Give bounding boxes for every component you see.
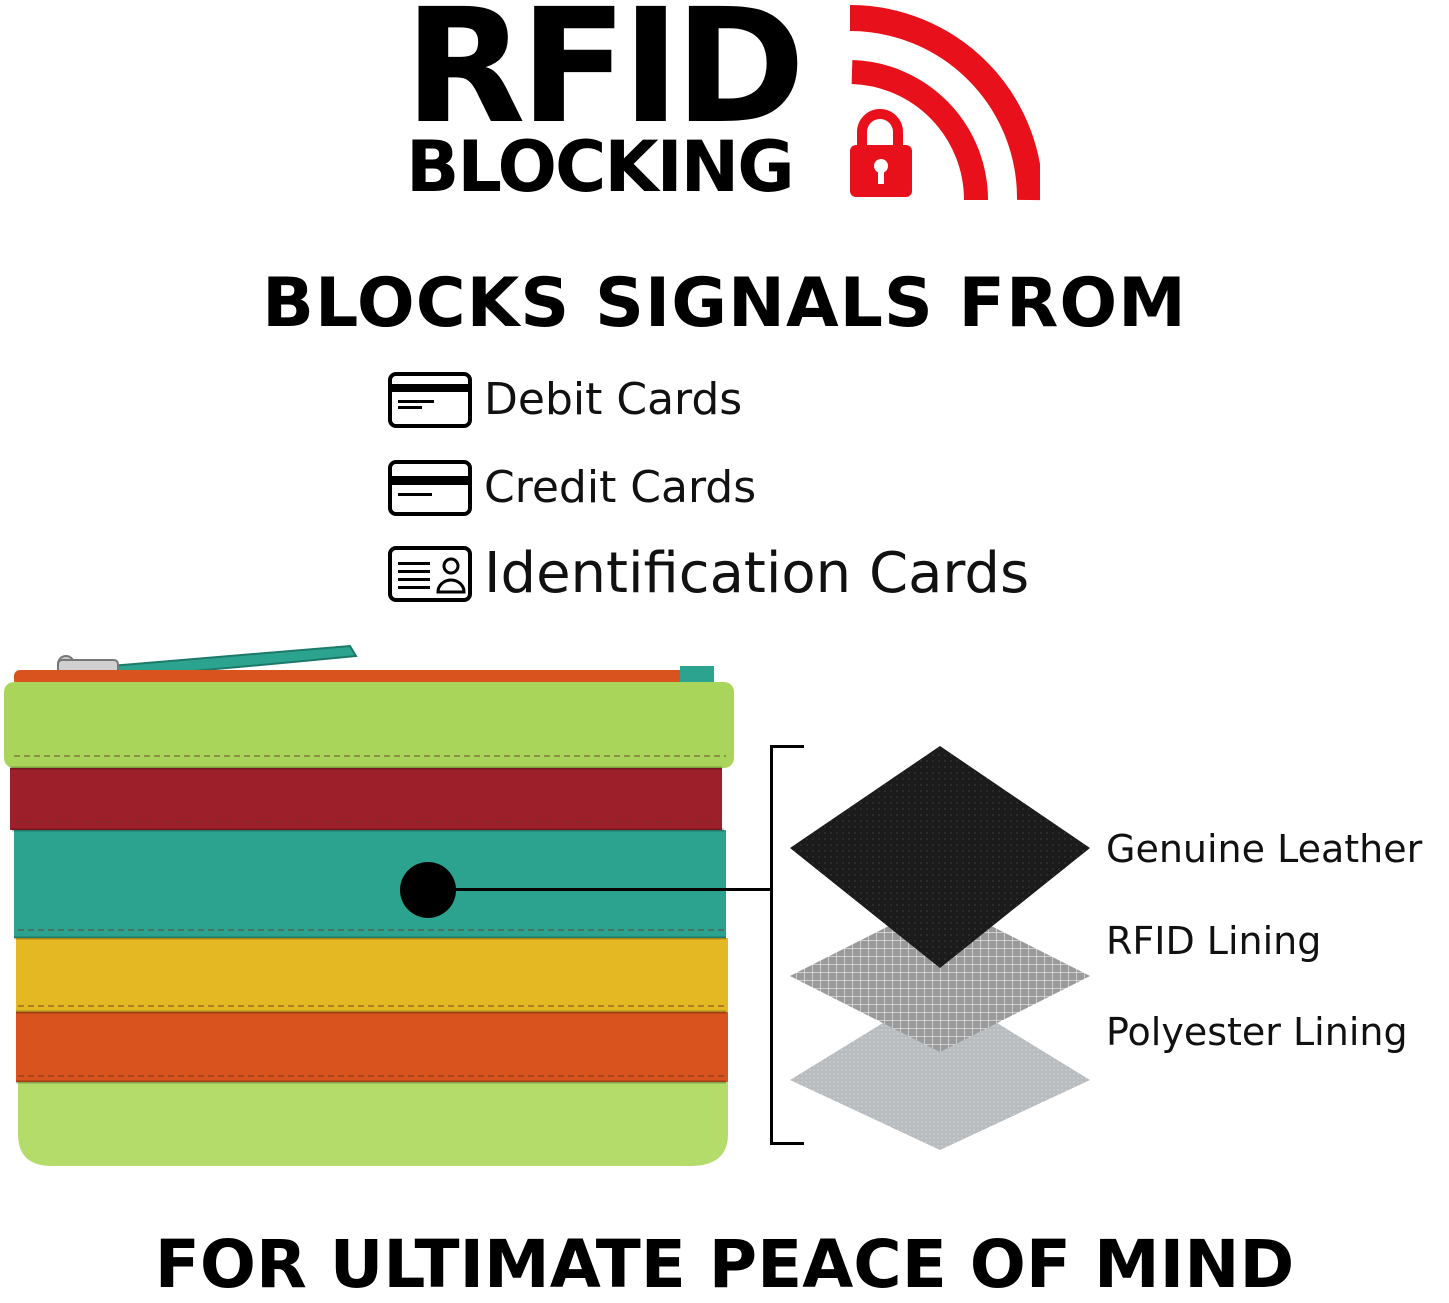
polyester-lining-layer — [790, 988, 1090, 1150]
padlock-icon — [850, 109, 912, 197]
card-item-identification: Identification Cards — [388, 546, 1029, 602]
layer-label-polyester-lining: Polyester Lining — [1106, 1010, 1408, 1054]
layer-label-rfid-lining: RFID Lining — [1106, 919, 1322, 963]
debit-card-icon — [388, 372, 472, 428]
rfid-blocking-logo: RFID BLOCKING — [400, 0, 1040, 215]
material-layers-diagram — [790, 746, 1090, 1150]
card-item-credit: Credit Cards — [388, 460, 756, 516]
logo-blocking-text: BLOCKING — [406, 126, 795, 208]
card-label: Identification Cards — [484, 541, 1030, 606]
striped-leather-coin-wallet — [4, 644, 734, 1166]
layers-bracket — [770, 745, 804, 1145]
padlock-signal-waves-icon — [849, 5, 1040, 201]
tagline: FOR ULTIMATE PEACE OF MIND — [154, 1226, 1295, 1303]
card-item-debit: Debit Cards — [388, 372, 742, 428]
layer-label-genuine-leather: Genuine Leather — [1106, 827, 1423, 871]
genuine-leather-layer — [790, 746, 1090, 968]
blocks-signals-heading: BLOCKS SIGNALS FROM — [262, 264, 1187, 343]
credit-card-icon — [388, 460, 472, 516]
card-label: Debit Cards — [484, 374, 743, 425]
logo-rfid-text: RFID — [404, 0, 806, 159]
rfid-lining-layer — [790, 900, 1090, 1052]
card-label: Credit Cards — [484, 462, 757, 513]
callout-line — [428, 888, 772, 891]
id-card-icon — [388, 546, 472, 602]
